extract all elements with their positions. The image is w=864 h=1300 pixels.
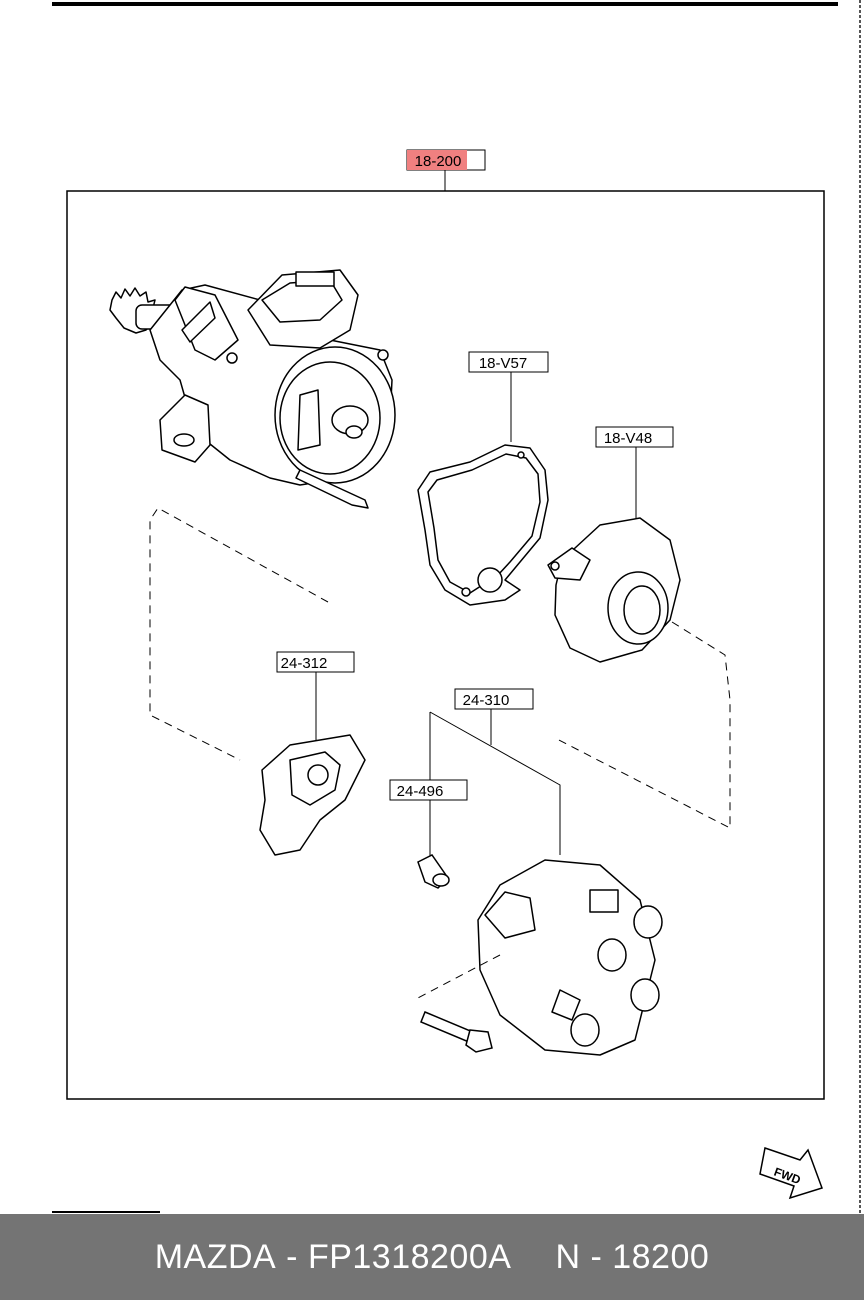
distributor-cap-part bbox=[477, 859, 663, 1056]
parts-diagram: 18-200 18-V57 18-V48 24-312 24-310 24-49… bbox=[52, 0, 861, 1214]
ref-prefix: N bbox=[555, 1237, 581, 1276]
callout-18-200[interactable]: 18-200 bbox=[406, 149, 486, 191]
callout-18-V48[interactable]: 18-V48 bbox=[595, 426, 674, 520]
separator: - bbox=[276, 1237, 308, 1276]
callout-label: 18-200 bbox=[415, 153, 462, 170]
gasket-part bbox=[417, 444, 549, 606]
part-number: FP1318200A bbox=[307, 1237, 512, 1276]
brand-name: MAZDA bbox=[154, 1237, 277, 1276]
callout-label: 18-V57 bbox=[479, 355, 527, 372]
callout-24-496[interactable]: 24-496 bbox=[389, 779, 468, 858]
callout-label: 24-312 bbox=[281, 655, 328, 672]
callout-label: 24-496 bbox=[397, 783, 444, 800]
callout-18-V57[interactable]: 18-V57 bbox=[468, 351, 549, 442]
callout-highlight bbox=[407, 150, 467, 170]
callout-label: 24-310 bbox=[463, 692, 510, 709]
plug-part bbox=[417, 854, 450, 889]
fwd-arrow: FWD bbox=[759, 1147, 823, 1200]
rotor-part bbox=[259, 734, 366, 856]
pickup-coil-part bbox=[547, 517, 681, 663]
ref-number: 18200 bbox=[612, 1237, 710, 1276]
callout-24-310[interactable]: 24-310 bbox=[429, 688, 561, 855]
separator: - bbox=[580, 1237, 613, 1276]
dashed-guides bbox=[149, 507, 731, 1001]
callout-label: 18-V48 bbox=[604, 430, 652, 447]
part-info-footer: MAZDA - FP1318200A N - 18200 bbox=[0, 1214, 864, 1300]
callout-24-312[interactable]: 24-312 bbox=[276, 651, 355, 745]
distributor-housing bbox=[109, 269, 396, 509]
bolt-part bbox=[420, 1011, 493, 1053]
